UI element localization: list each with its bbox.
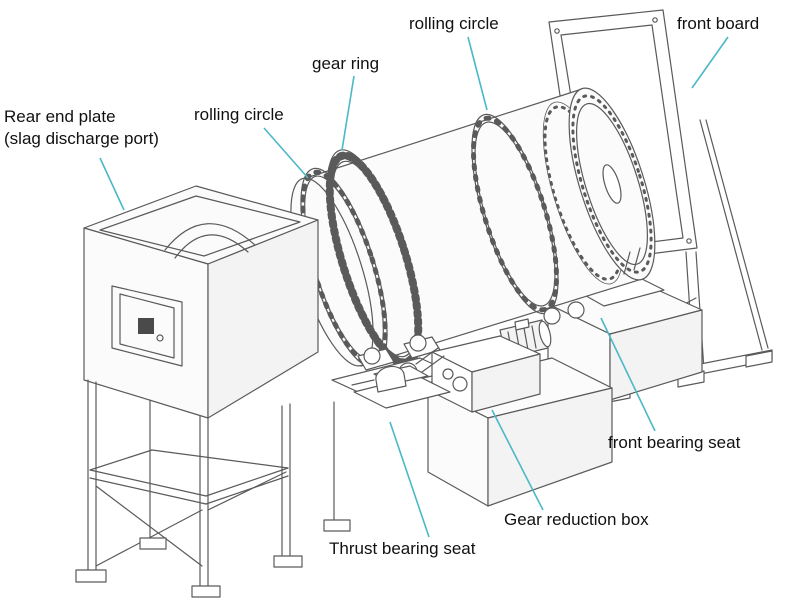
label-thrust-bearing-seat: Thrust bearing seat: [329, 539, 476, 558]
front-support-rollers: [543, 301, 585, 325]
label-rolling-circle-top: rolling circle: [409, 14, 499, 33]
thrust-bearing-seat-part: [351, 365, 451, 409]
leader-front-board: [691, 36, 729, 89]
leader-rolling-circle-left: [263, 127, 309, 179]
drum-front-head: [542, 87, 656, 285]
leader-rear-end-plate: [99, 157, 125, 211]
rear-end-plate-hopper: [83, 185, 319, 419]
label-front-board: front board: [677, 14, 760, 33]
label-rear-end-plate-line2: (slag discharge port): [4, 129, 159, 148]
label-gear-reduction-box: Gear reduction box: [504, 510, 649, 529]
leader-front-bearing-seat: [600, 317, 656, 432]
leader-gear-reduction-box: [491, 409, 544, 511]
label-gear-ring: gear ring: [312, 54, 380, 73]
leader-thrust-bearing-seat: [389, 421, 430, 538]
label-rolling-circle-left: rolling circle: [194, 105, 284, 124]
label-rear-end-plate: Rear end plate (slag discharge port): [4, 106, 159, 150]
label-rear-end-plate-line1: Rear end plate: [4, 107, 116, 126]
leader-rolling-circle-top: [467, 36, 488, 111]
leader-gear-ring: [341, 75, 355, 151]
hopper-stand: [75, 379, 351, 598]
gear-reduction-box-part: [398, 318, 552, 413]
label-front-bearing-seat: front bearing seat: [608, 433, 741, 452]
